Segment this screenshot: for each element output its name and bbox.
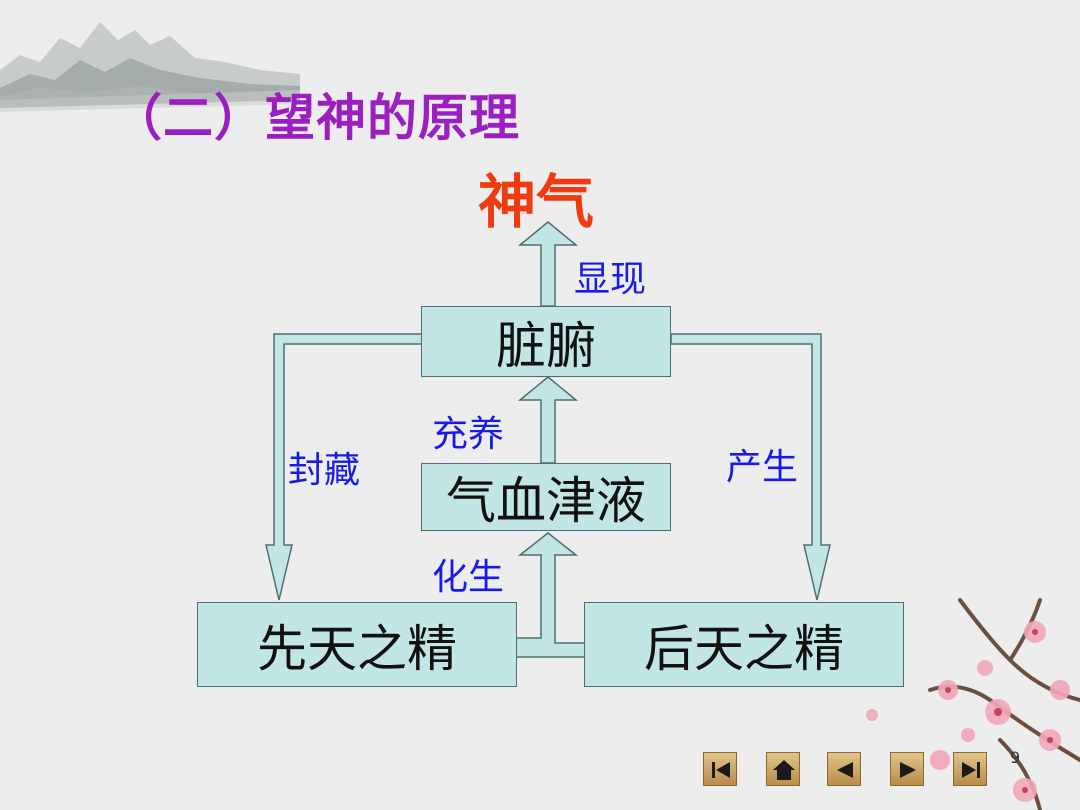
next-icon: [900, 762, 916, 778]
previous-icon: [837, 762, 853, 778]
last-slide-button[interactable]: [953, 752, 987, 786]
label-xianxian: 显现: [574, 259, 647, 300]
page-number: 9: [1010, 748, 1021, 767]
label-fengcang: 封藏: [288, 450, 361, 491]
node-qixue-jinye: 气血津液: [421, 463, 671, 531]
label-chongyang: 充养: [432, 414, 505, 455]
home-icon: [773, 760, 795, 780]
node-shenqi: 神气: [478, 168, 595, 236]
node-houtian-zhijing: 后天之精: [584, 602, 904, 687]
slide-title: （二）望神的原理: [112, 89, 520, 147]
next-slide-button[interactable]: [890, 752, 924, 786]
ink-mountain-decoration: [0, 22, 300, 112]
arrow-zangfu-to-houtian: [670, 333, 831, 601]
label-chansheng: 产生: [726, 447, 799, 488]
node-xiantian-zhijing: 先天之精: [197, 602, 517, 687]
arrow-qixue-to-zangfu: [517, 376, 579, 464]
arrow-zangfu-to-shenqi: [517, 221, 579, 307]
arrow-zangfu-to-xiantian: [265, 333, 423, 601]
label-huasheng: 化生: [432, 557, 505, 598]
home-button[interactable]: [766, 752, 800, 786]
last-icon: [962, 762, 980, 778]
first-slide-button[interactable]: [703, 752, 737, 786]
first-icon: [712, 762, 730, 778]
arrow-jing-to-qixue: [515, 532, 586, 658]
previous-slide-button[interactable]: [827, 752, 861, 786]
node-zangfu: 脏腑: [421, 306, 671, 377]
